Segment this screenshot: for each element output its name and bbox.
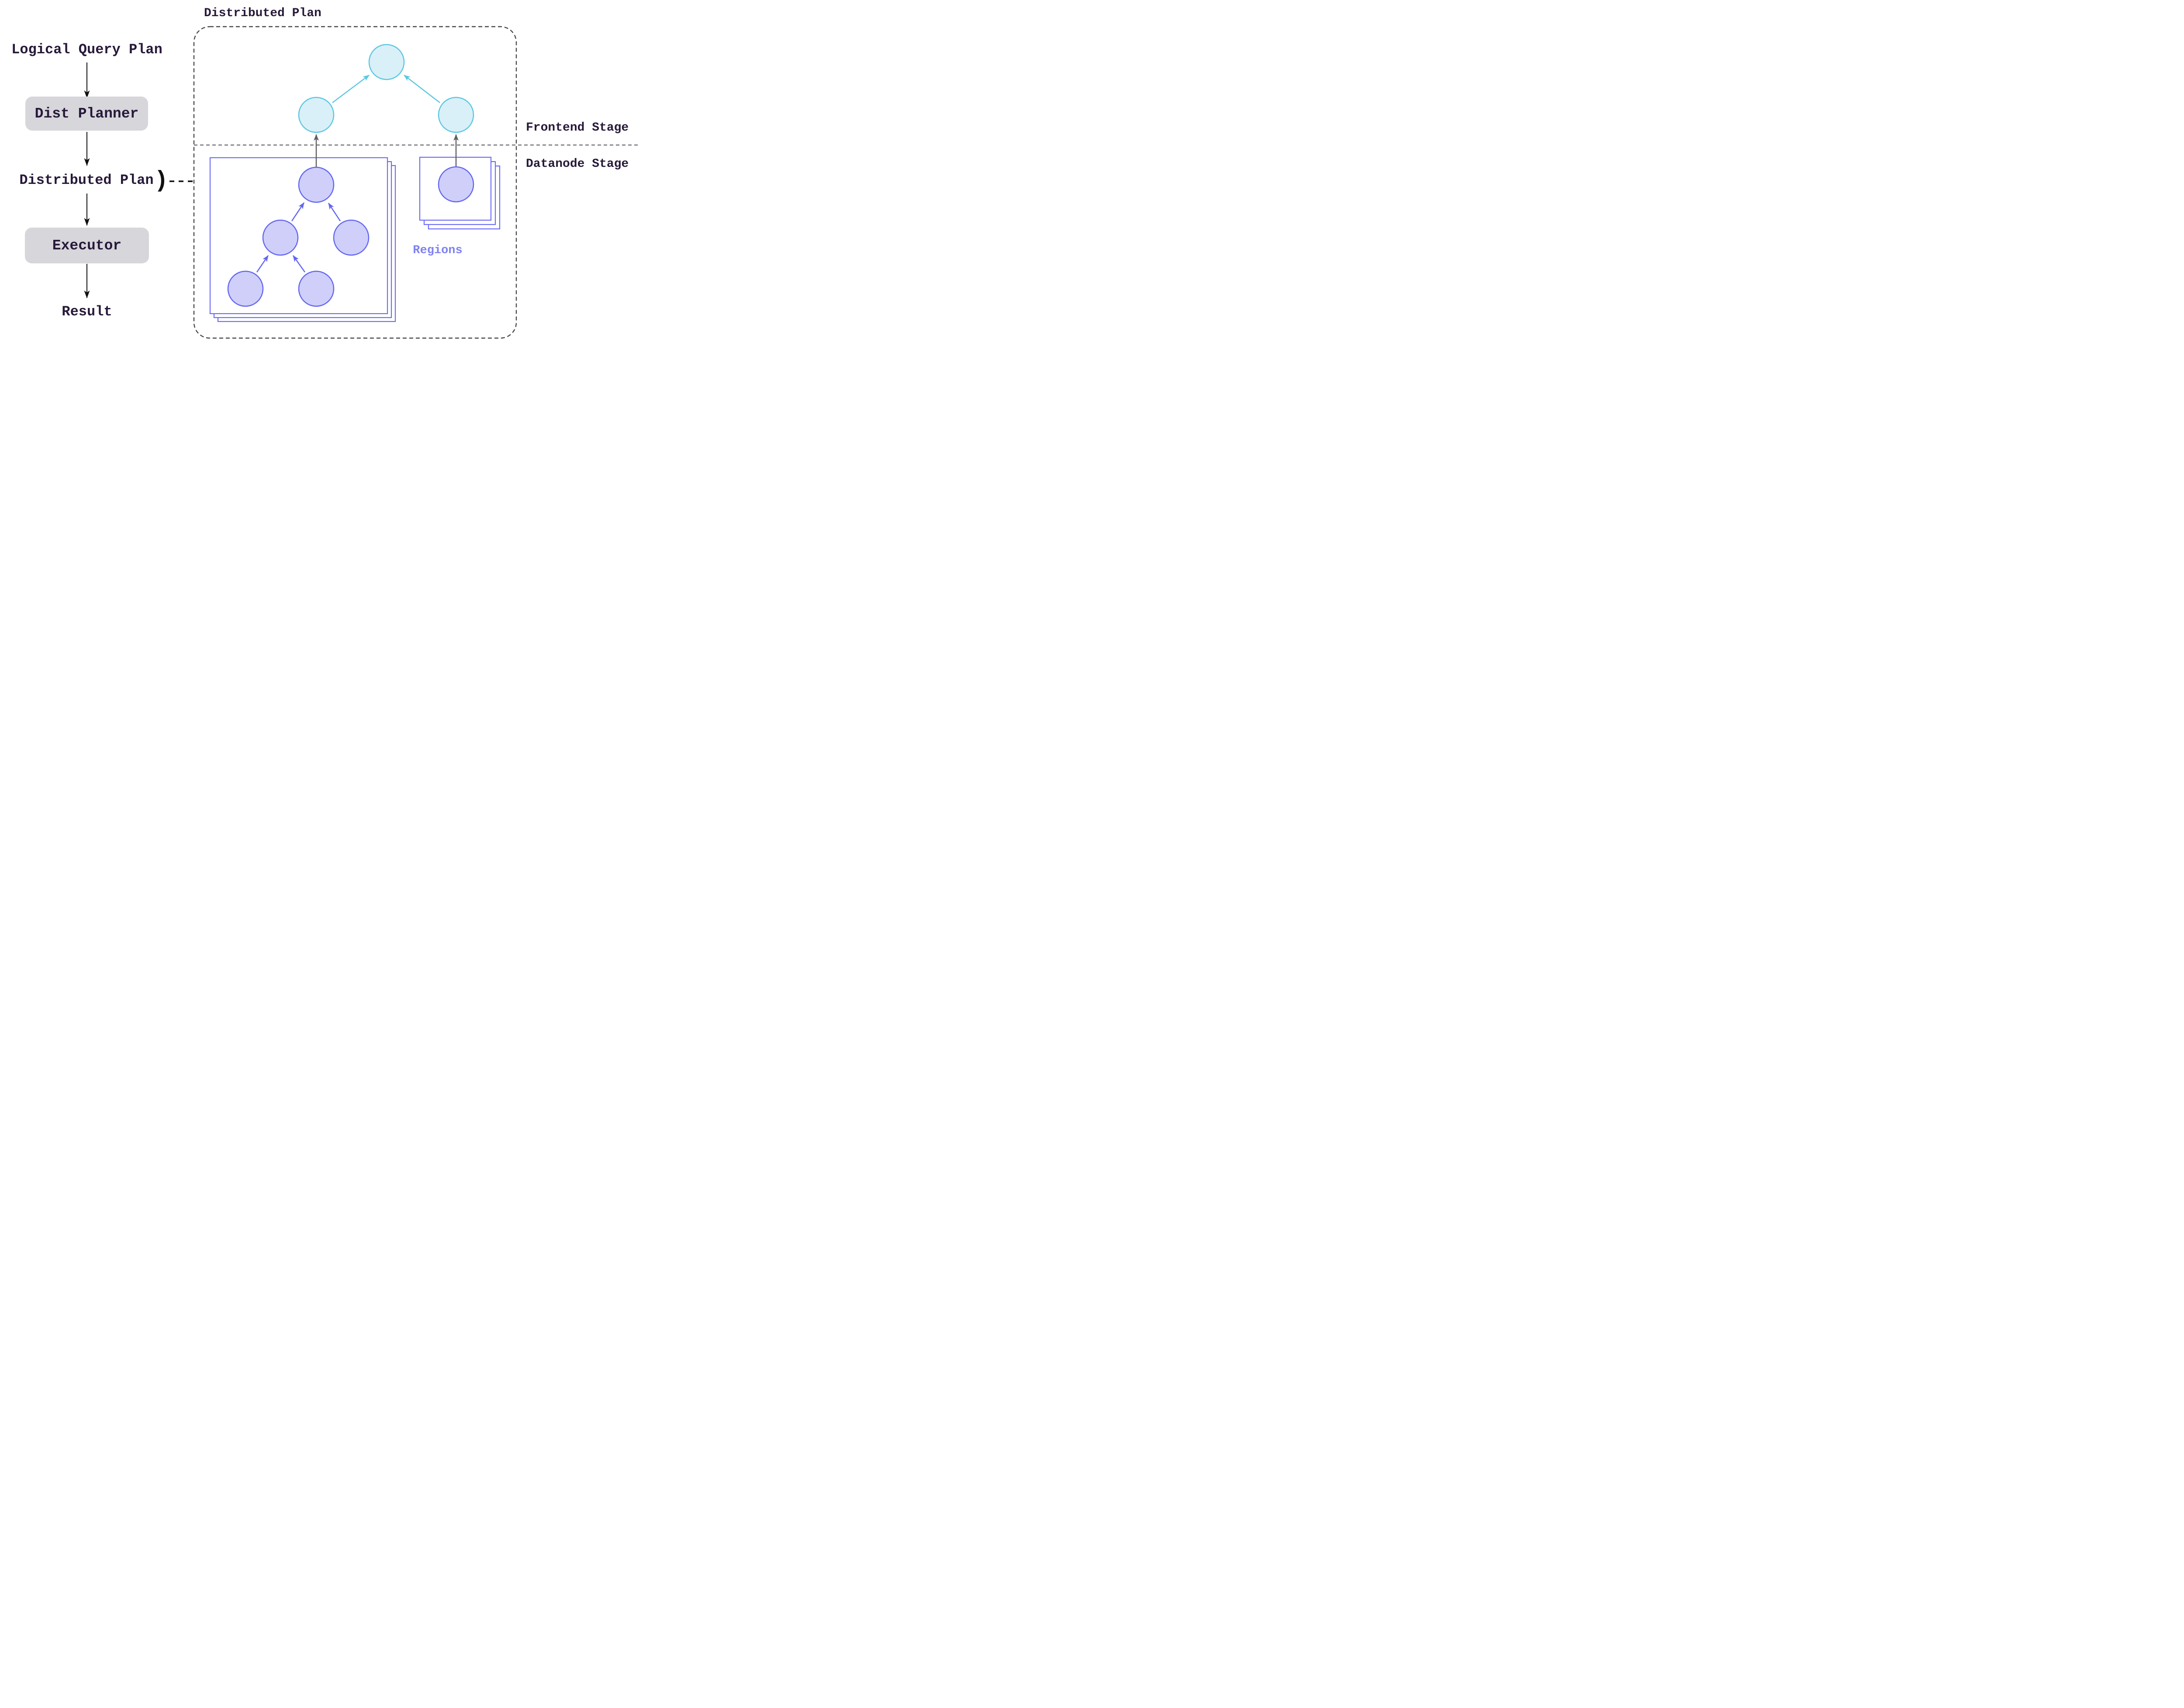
- datanode-left-mid-left-node: [262, 219, 299, 256]
- diagram-page: Logical Query Plan Dist Planner Distribu…: [0, 0, 638, 342]
- result-label: Result: [62, 304, 112, 320]
- distributed-plan-container: [193, 26, 517, 339]
- arrow-frontend-left-to-root: [332, 75, 370, 103]
- frontend-stage-label: Frontend Stage: [526, 121, 629, 135]
- arrow-frontend-right-to-root: [404, 75, 440, 103]
- executor-label: Executor: [52, 237, 122, 254]
- arrow-botleft-to-midleft: [256, 255, 269, 273]
- arrow-midleft-to-top: [291, 202, 305, 221]
- datanode-left-bottom-mid-node: [298, 270, 335, 307]
- frontend-left-node: [298, 97, 335, 133]
- datanode-left-mid-right-node: [333, 219, 370, 256]
- diagram-canvas: [84, 26, 638, 339]
- datanode-right-node: [438, 166, 474, 203]
- frontend-root-node: [368, 44, 405, 80]
- brace-glyph: ): [154, 167, 168, 194]
- arrow-botmid-to-midleft: [292, 255, 306, 273]
- datanode-stage-label: Datanode Stage: [526, 157, 629, 171]
- arrow-midright-to-top: [328, 203, 341, 221]
- distributed-plan-container-title: Distributed Plan: [204, 7, 321, 20]
- dist-planner-label: Dist Planner: [35, 105, 139, 122]
- dist-planner-box: Dist Planner: [25, 97, 148, 131]
- frontend-right-node: [438, 97, 474, 133]
- logical-query-plan-label: Logical Query Plan: [11, 41, 162, 58]
- executor-box: Executor: [25, 228, 149, 263]
- datanode-left-bottom-left-node: [227, 270, 264, 307]
- datanode-left-top-node: [298, 166, 335, 203]
- distributed-plan-label: Distributed Plan: [19, 172, 154, 188]
- regions-label: Regions: [413, 244, 463, 257]
